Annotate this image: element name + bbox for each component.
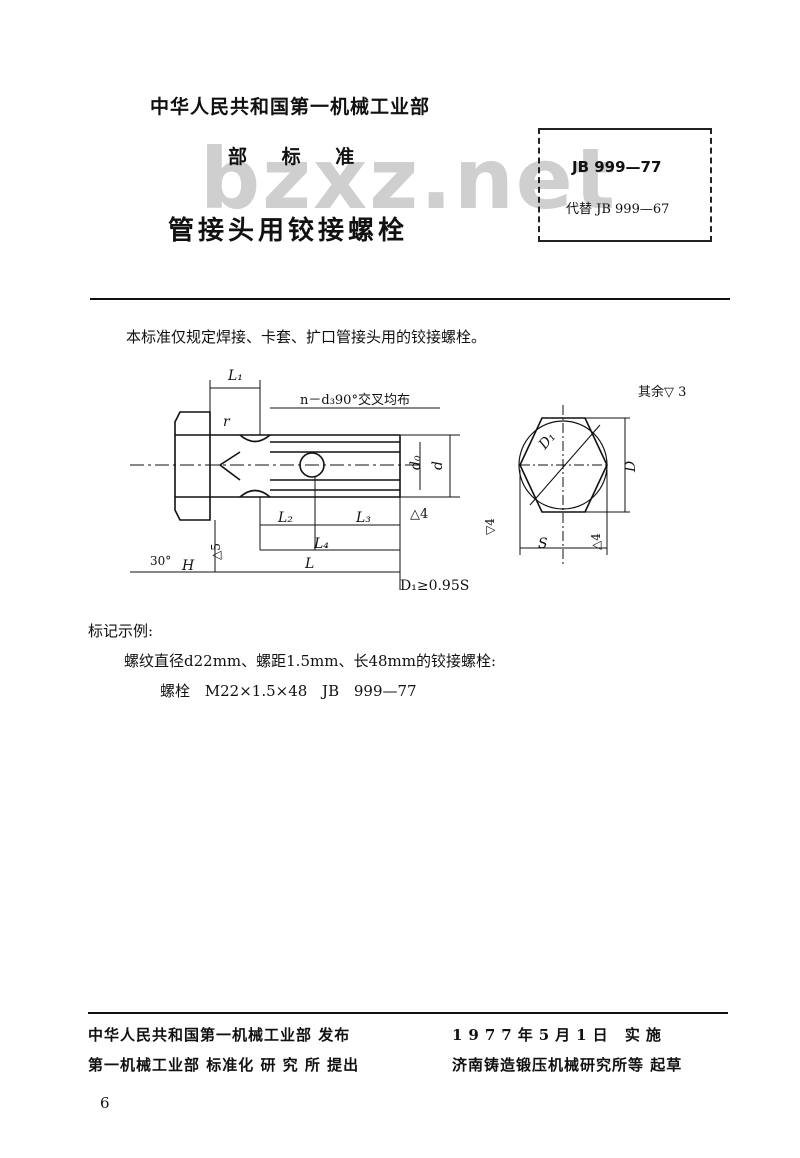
label-d1: D₁ xyxy=(535,429,559,453)
standard-type: 部 标 准 xyxy=(228,146,355,168)
header-divider xyxy=(90,298,730,300)
footer-drafted-by: 济南铸造锻压机械研究所等 起草 xyxy=(452,1056,683,1074)
label-s: S xyxy=(538,536,548,552)
ministry-name: 中华人民共和国第一机械工业部 xyxy=(150,96,431,118)
bolt-drawing: L₁ n－d₃90°交叉均布 其余▽ 3 r d₀ d △4 L₂ L₃ L₄ … xyxy=(130,368,686,594)
label-l1: L₁ xyxy=(227,368,243,384)
label-l2: L₂ xyxy=(277,510,293,526)
scope-text: 本标准仅规定焊接、卡套、扩口管接头用的铰接螺栓。 xyxy=(126,328,487,346)
label-tri4b: △4 xyxy=(589,533,603,550)
label-angle: 30° xyxy=(150,554,171,568)
label-big-d: D xyxy=(623,461,639,473)
marking-description: 螺纹直径d22mm、螺距1.5mm、长48mm的铰接螺栓: xyxy=(124,652,497,670)
standard-code-box xyxy=(538,128,712,242)
document-title: 管接头用铰接螺栓 xyxy=(168,216,409,246)
footer-divider xyxy=(88,1012,728,1014)
label-tri4: △4 xyxy=(410,507,428,522)
label-r: r xyxy=(223,414,231,430)
label-l: L xyxy=(304,556,314,572)
label-d0: d₀ xyxy=(408,455,424,470)
formula: D₁≥0.95S xyxy=(400,578,469,594)
footer-issued-by: 中华人民共和国第一机械工业部 发布 xyxy=(88,1026,351,1044)
hole-note: n－d₃90°交叉均布 xyxy=(300,392,410,408)
label-l4: L₄ xyxy=(313,536,329,552)
marking-title: 标记示例: xyxy=(88,622,154,640)
label-l3: L₃ xyxy=(355,510,371,526)
watermark: bzxz.net xyxy=(200,130,617,228)
label-h: H xyxy=(181,558,195,574)
standard-code: JB 999—77 xyxy=(572,158,662,176)
marking-example: 螺栓 M22×1.5×48 JB 999—77 xyxy=(160,682,417,700)
label-d: d xyxy=(430,461,446,470)
page-number: 6 xyxy=(100,1094,110,1112)
label-tri5: △5 xyxy=(209,543,223,560)
label-v4: ▽4 xyxy=(483,518,497,535)
footer-effective-date: 1977年5月1日 实施 xyxy=(452,1026,667,1044)
surface-note: 其余▽ 3 xyxy=(638,384,686,400)
replaces-code: 代替 JB 999—67 xyxy=(566,202,670,217)
footer-proposed-by: 第一机械工业部 标准化 研 究 所 提出 xyxy=(88,1056,360,1074)
